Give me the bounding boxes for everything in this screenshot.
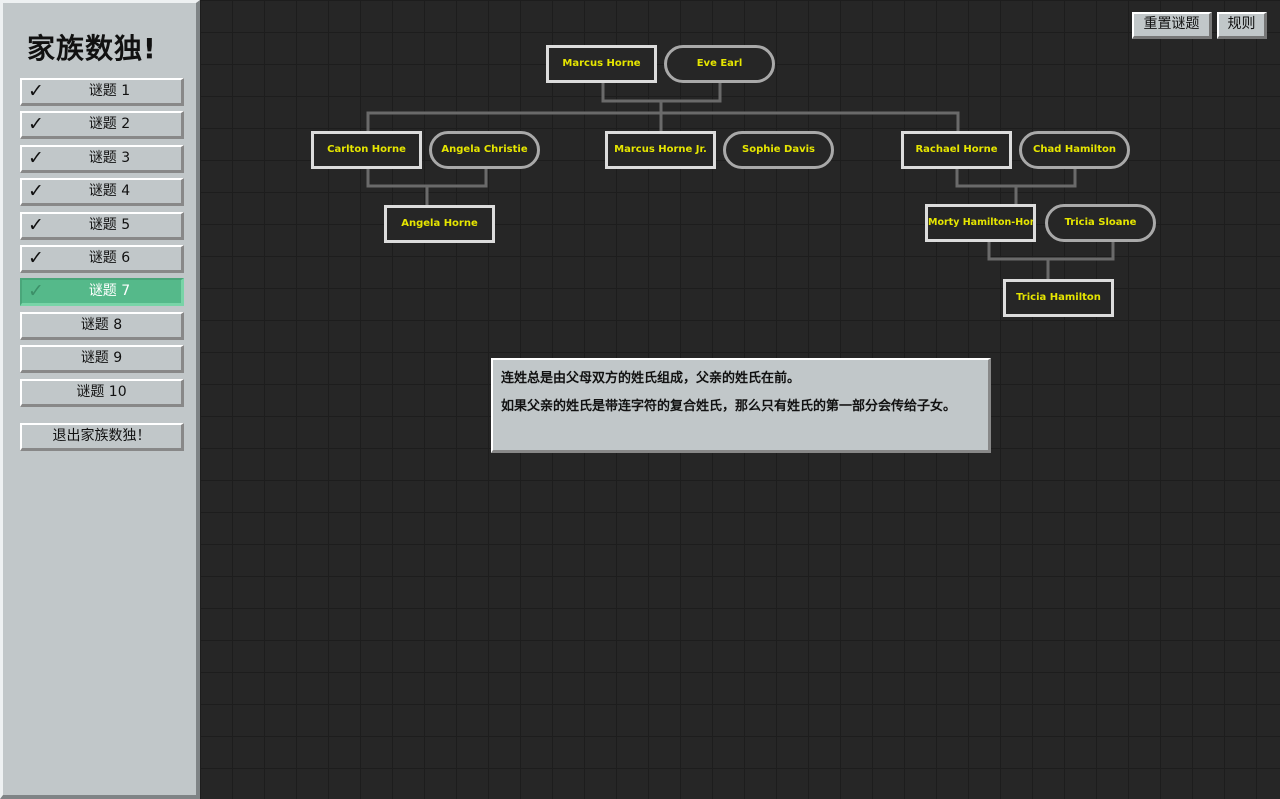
puzzle-label: 谜题 9 <box>80 350 123 367</box>
person-marcus-horne-jr[interactable]: Marcus Horne Jr. <box>605 131 716 169</box>
puzzle-label: 谜题 10 <box>76 383 127 400</box>
puzzle-button-6[interactable]: ✓ 谜题 6 <box>20 245 184 273</box>
person-rachael-horne[interactable]: Rachael Horne <box>901 131 1012 169</box>
spouse-tricia-sloane[interactable]: Tricia Sloane <box>1045 204 1156 242</box>
check-icon: ✓ <box>28 80 44 102</box>
sidebar: 家族数独! ✓ 谜题 1 ✓ 谜题 2 ✓ 谜题 3 ✓ 谜题 4 ✓ 谜题 5 ✓ 谜题 6 ✓ 谜题 … <box>0 0 200 799</box>
spouse-chad-hamilton[interactable]: Chad Hamilton <box>1019 131 1130 169</box>
connector <box>366 169 488 188</box>
check-icon: ✓ <box>28 146 44 169</box>
connector <box>955 169 1077 188</box>
person-marcus-horne[interactable]: Marcus Horne <box>546 45 657 83</box>
puzzle-button-7[interactable]: ✓ 谜题 7 <box>20 278 184 307</box>
exit-button[interactable]: 退出家族数独！ <box>20 423 184 451</box>
puzzle-label: 谜题 4 <box>88 183 131 200</box>
spouse-angela-christie[interactable]: Angela Christie <box>429 131 540 169</box>
person-angela-horne[interactable]: Angela Horne <box>384 205 495 243</box>
puzzle-label: 谜题 7 <box>88 283 131 300</box>
puzzle-button-5[interactable]: ✓ 谜题 5 <box>20 211 184 240</box>
reset-puzzle-button[interactable]: 重置谜题 <box>1132 12 1212 39</box>
puzzle-label: 谜题 5 <box>88 216 131 233</box>
rule-text-1: 连姓总是由父母双方的姓氏组成，父亲的姓氏在前。 <box>501 371 801 386</box>
person-carlton-horne[interactable]: Carlton Horne <box>311 131 422 169</box>
rule-info-box: 连姓总是由父母双方的姓氏组成，父亲的姓氏在前。 如果父亲的姓氏是带连字符的复合姓… <box>491 358 991 453</box>
check-icon: ✓ <box>28 180 44 203</box>
spouse-eve-earl[interactable]: Eve Earl <box>664 45 775 83</box>
puzzle-label: 谜题 6 <box>88 250 131 266</box>
puzzle-button-1[interactable]: ✓ 谜题 1 <box>20 78 184 106</box>
puzzle-label: 谜题 8 <box>80 316 123 333</box>
puzzle-button-3[interactable]: ✓ 谜题 3 <box>20 144 184 173</box>
puzzle-button-2[interactable]: ✓ 谜题 2 <box>20 111 184 140</box>
puzzle-button-9[interactable]: 谜题 9 <box>20 345 184 374</box>
check-icon: ✓ <box>28 213 44 236</box>
person-tricia-hamilton[interactable]: Tricia Hamilton <box>1003 279 1114 317</box>
check-icon: ✓ <box>28 113 44 136</box>
puzzle-label: 谜题 3 <box>88 149 131 166</box>
connector <box>366 111 960 131</box>
app-title: 家族数独! <box>27 32 157 65</box>
rules-button[interactable]: 规则 <box>1217 12 1267 39</box>
puzzle-button-8[interactable]: 谜题 8 <box>20 311 184 340</box>
puzzle-button-4[interactable]: ✓ 谜题 4 <box>20 178 184 207</box>
puzzle-button-10[interactable]: 谜题 10 <box>20 378 184 407</box>
puzzle-label: 谜题 2 <box>88 116 131 133</box>
puzzle-label: 谜题 1 <box>88 83 131 99</box>
check-icon: ✓ <box>28 280 44 303</box>
connector <box>601 83 722 103</box>
connector <box>987 241 1115 261</box>
spouse-sophie-davis[interactable]: Sophie Davis <box>723 131 834 169</box>
rule-text-2: 如果父亲的姓氏是带连字符的复合姓氏，那么只有姓氏的第一部分会传给子女。 <box>501 399 957 414</box>
check-icon: ✓ <box>28 247 44 269</box>
person-morty-hamilton-horne[interactable]: Morty Hamilton-Horne <box>925 204 1036 242</box>
